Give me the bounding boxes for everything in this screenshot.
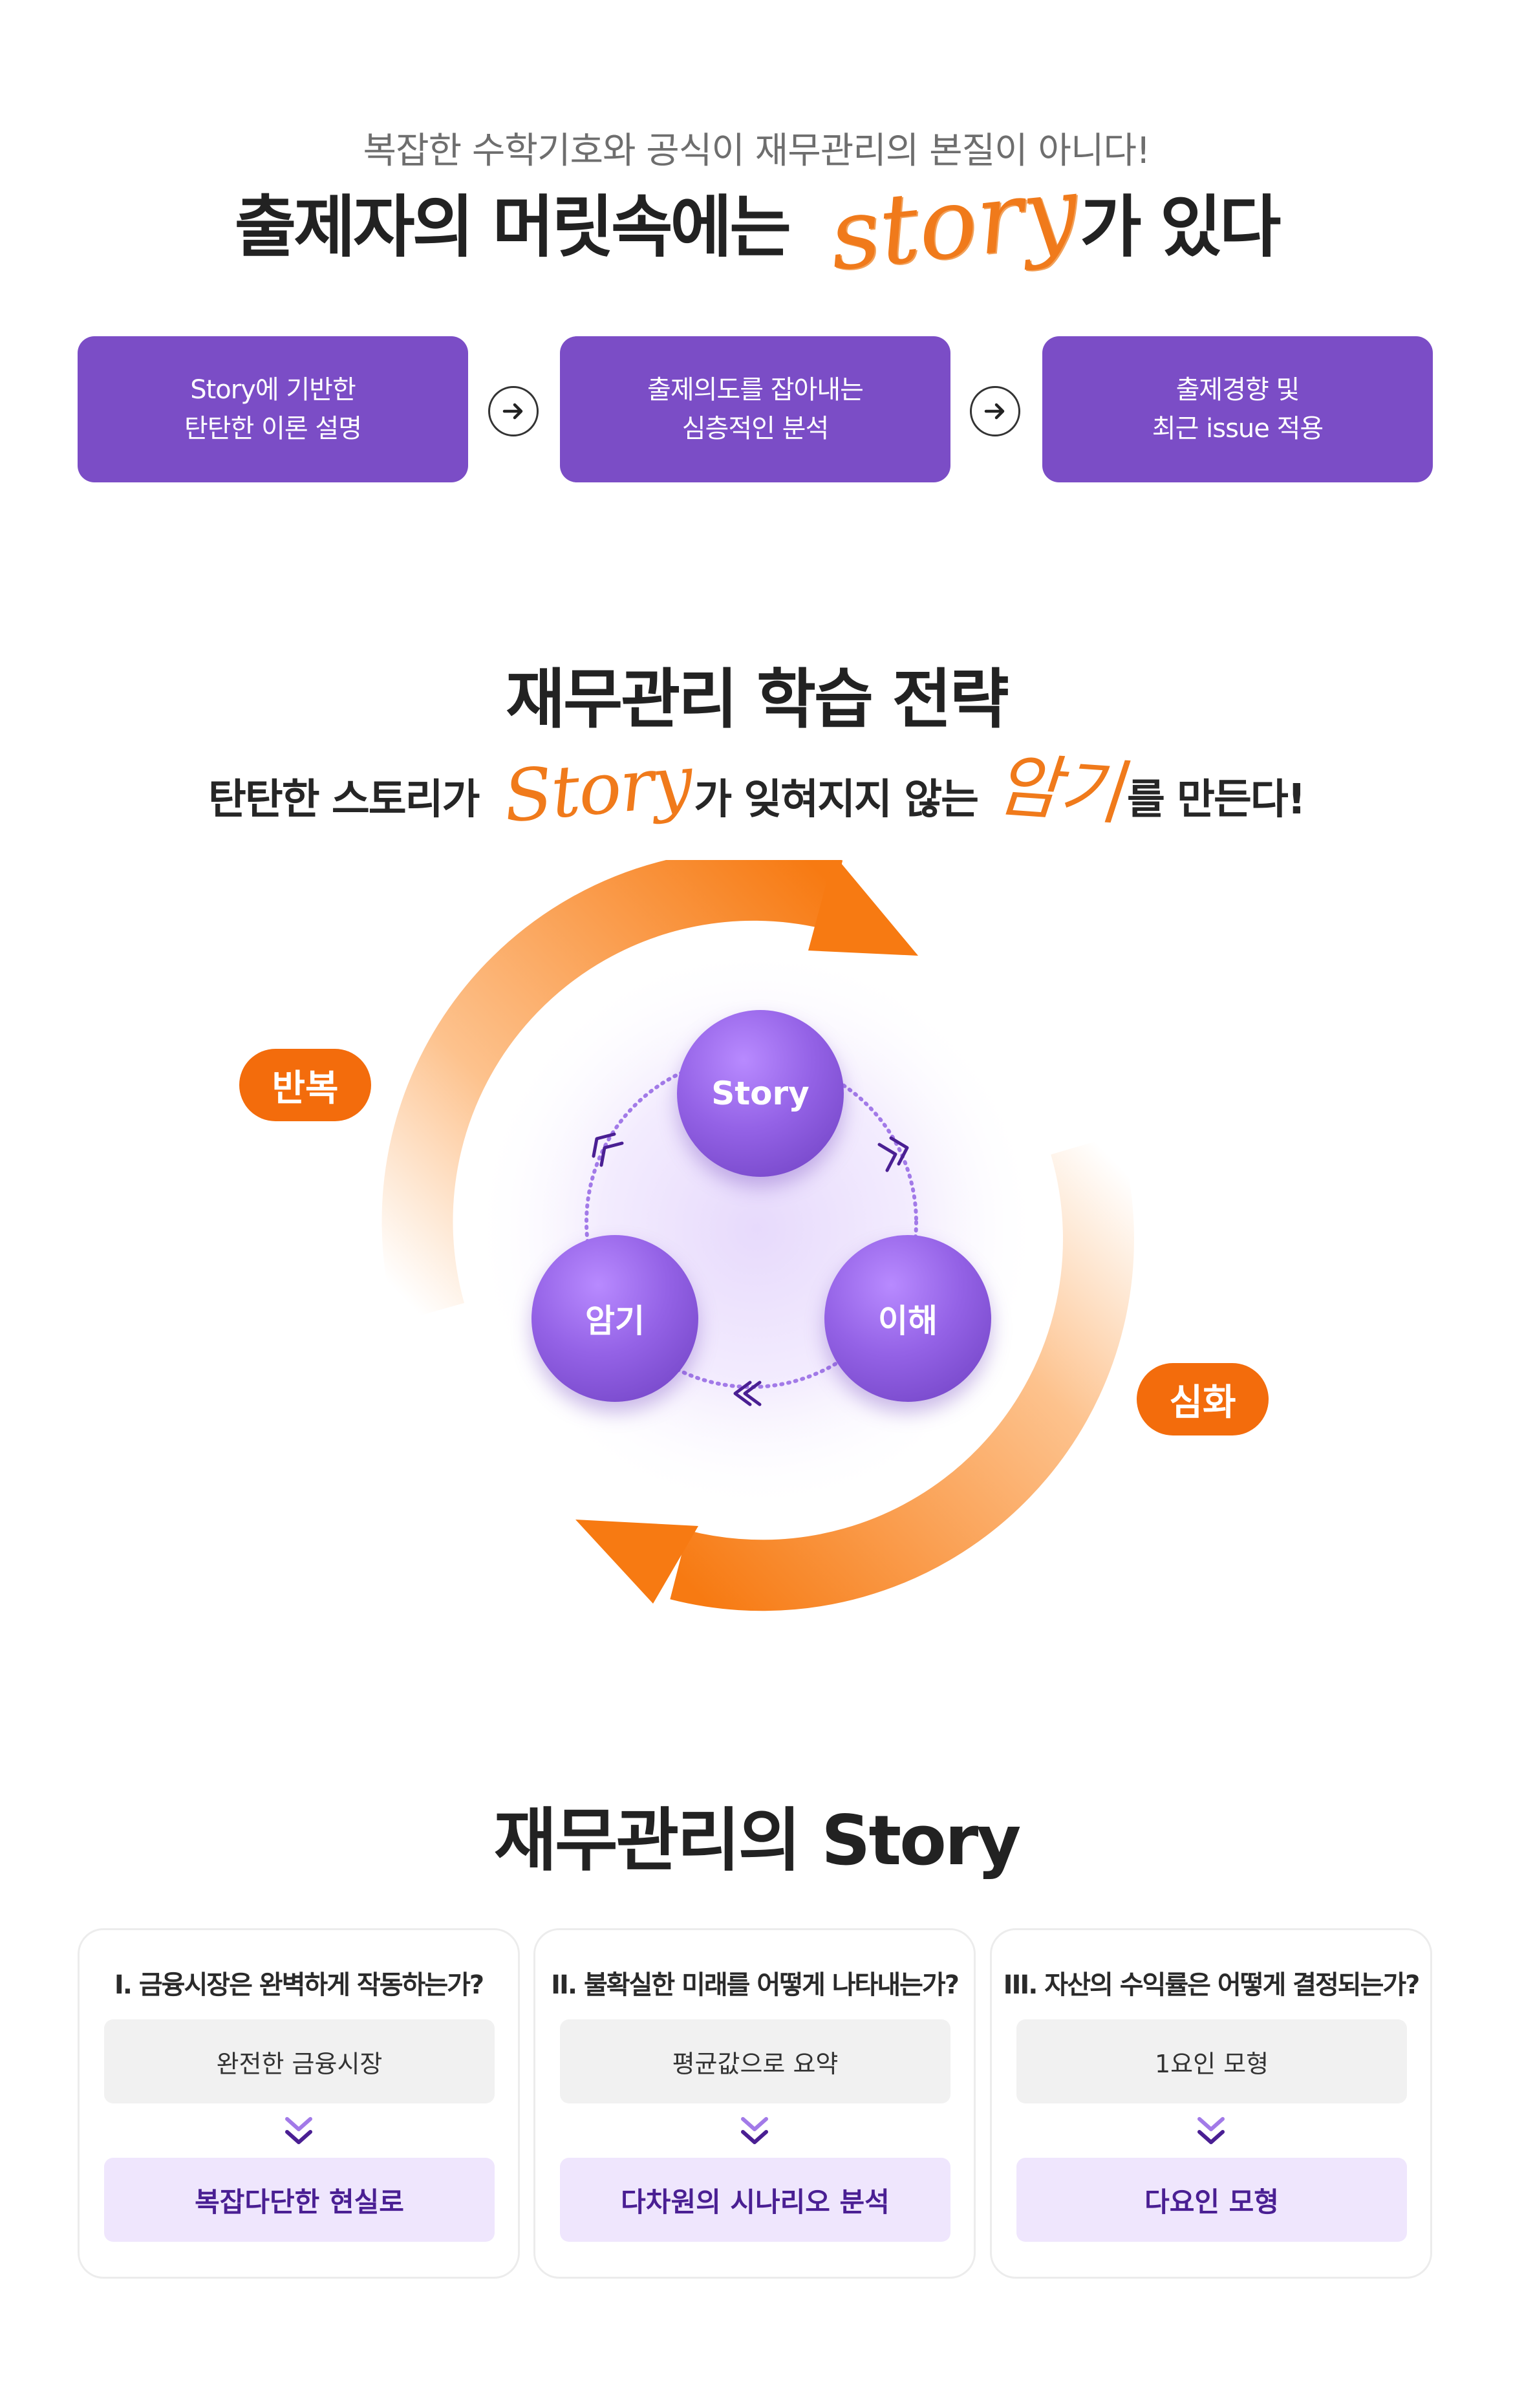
card-to: 복잡다단한 현실로 (104, 2158, 495, 2242)
step-1-line1: Story에 기반한 (190, 375, 356, 405)
strategy-subtitle: 탄탄한 스토리가 Story가 잊혀지지 않는 암기를 만든다! (0, 740, 1513, 839)
step-3-line2: 최근 issue 적용 (1152, 414, 1324, 444)
strategy-memorize-script: 암기 (993, 745, 1125, 835)
double-chevron-down-icon (285, 2117, 312, 2144)
story-card-2: II. 불확실한 미래를 어떻게 나타내는가? 평균값으로 요약 다차원의 시나… (533, 1928, 976, 2279)
intro-subhead: 복잡한 수학기호와 공식이 재무관리의 본질이 아니다! (363, 130, 1151, 172)
cycle-arc-bottom (670, 1134, 1134, 1611)
card-question: III. 자산의 수익률은 어떻게 결정되는가? (1003, 1970, 1421, 2000)
arrow-right-icon (488, 386, 539, 436)
strategy-sub-middle: 가 잊혀지지 않는 (694, 776, 991, 824)
card-question: I. 금융시장은 완벽하게 작동하는가? (114, 1970, 484, 2000)
node-understand: 이해 (824, 1235, 991, 1402)
tag-deepen: 심화 (1137, 1363, 1269, 1435)
card-question: II. 불확실한 미래를 어떻게 나타내는가? (551, 1970, 960, 2000)
step-3-line1: 출제경향 및 (1175, 375, 1300, 405)
cycle-arrowhead-bottom (575, 1520, 698, 1604)
strategy-sub-prefix: 탄탄한 스토리가 (208, 776, 492, 824)
story-card-3: III. 자산의 수익률은 어떻게 결정되는가? 1요인 모형 다요인 모형 (990, 1928, 1432, 2279)
card-to: 다요인 모형 (1016, 2158, 1407, 2242)
step-2-line1: 출제의도를 잡아내는 (647, 375, 864, 405)
story-card-1: I. 금융시장은 완벽하게 작동하는가? 완전한 금융시장 복잡다단한 현실로 (78, 1928, 520, 2279)
double-chevron-down-icon (741, 2117, 768, 2144)
chevron-cycle-icons (592, 1132, 909, 1406)
double-chevron-icon (877, 1136, 909, 1172)
strategy-sub-suffix: 를 만든다! (1127, 776, 1306, 824)
double-chevron-down-icon (1197, 2117, 1225, 2144)
cycle-diagram (381, 860, 1134, 1611)
tag-repeat: 반복 (239, 1049, 371, 1121)
double-chevron-icon (592, 1132, 624, 1167)
headline-prefix: 출제자의 머릿속에는 (234, 188, 810, 266)
cycle-arrowhead-top (808, 860, 918, 956)
card-from: 평균값으로 요약 (560, 2019, 950, 2103)
node-memorize: 암기 (531, 1235, 698, 1402)
card-from: 완전한 금융시장 (104, 2019, 495, 2103)
card-to: 다차원의 시나리오 분석 (560, 2158, 950, 2242)
double-chevron-icon (733, 1381, 762, 1406)
intro-headline: 출제자의 머릿속에는 story가 있다 (0, 155, 1513, 295)
strategy-story-script: Story (500, 739, 695, 839)
card-from: 1요인 모형 (1016, 2019, 1407, 2103)
headline-suffix: 가 있다 (1080, 188, 1281, 266)
step-2-line2: 심층적인 분석 (681, 414, 830, 444)
arrow-right-icon (970, 386, 1020, 436)
headline-story-script: story (824, 155, 1084, 293)
step-1-line2: 탄탄한 이론 설명 (184, 414, 362, 444)
cycle-arc-top (381, 860, 843, 1322)
node-story: Story (677, 1010, 844, 1177)
story-title: 재무관리의 Story (493, 1801, 1022, 1880)
strategy-title: 재무관리 학습 전략 (506, 661, 1009, 737)
